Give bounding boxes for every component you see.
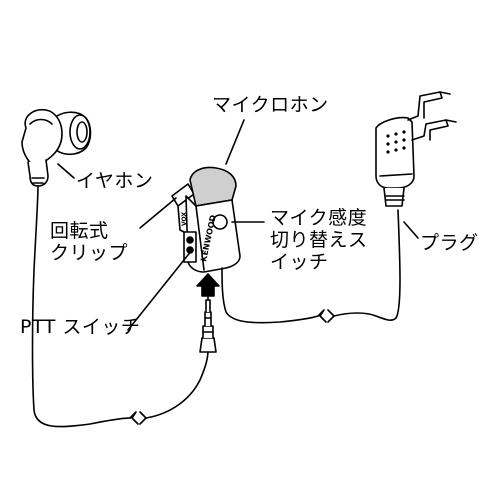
leader-earphone [57, 163, 75, 179]
leader-clip [139, 197, 177, 229]
earphone-label: イヤホン [76, 170, 153, 192]
ptt-switch-label: PTT スイッチ [20, 316, 140, 338]
leader-lines [57, 119, 419, 331]
sensitivity-switch-label-line2: 切り替えス [270, 229, 368, 251]
microphone-unit [171, 166, 401, 324]
microphone-label-text: マイクロホン [212, 94, 329, 116]
microphone-label: マイクロホン [212, 94, 329, 116]
device-switch-text: VOX [181, 212, 188, 226]
earphone-label-text: イヤホン [76, 170, 154, 192]
sensitivity-switch-label-line1: マイク感度 [270, 207, 368, 229]
sensitivity-switch-label-line3: イッチ [270, 251, 329, 273]
rotating-clip-label-line2: クリップ [50, 242, 129, 264]
rotating-clip-label: 回転式 クリップ [50, 220, 128, 264]
leader-plug [403, 221, 419, 239]
plug [375, 91, 457, 207]
ptt-switch-label-text: PTT スイッチ [20, 316, 141, 338]
insert-arrow [196, 273, 220, 297]
plug-label: プラグ [420, 232, 479, 254]
leader-microphone [225, 119, 245, 165]
rotating-clip-label-line1: 回転式 [50, 220, 109, 242]
sensitivity-switch-label: マイク感度 切り替えス イッチ [270, 207, 368, 273]
plug-label-text: プラグ [420, 232, 479, 254]
leader-ptt [127, 249, 193, 331]
ptt-connector [199, 295, 217, 353]
earphone [21, 108, 209, 428]
